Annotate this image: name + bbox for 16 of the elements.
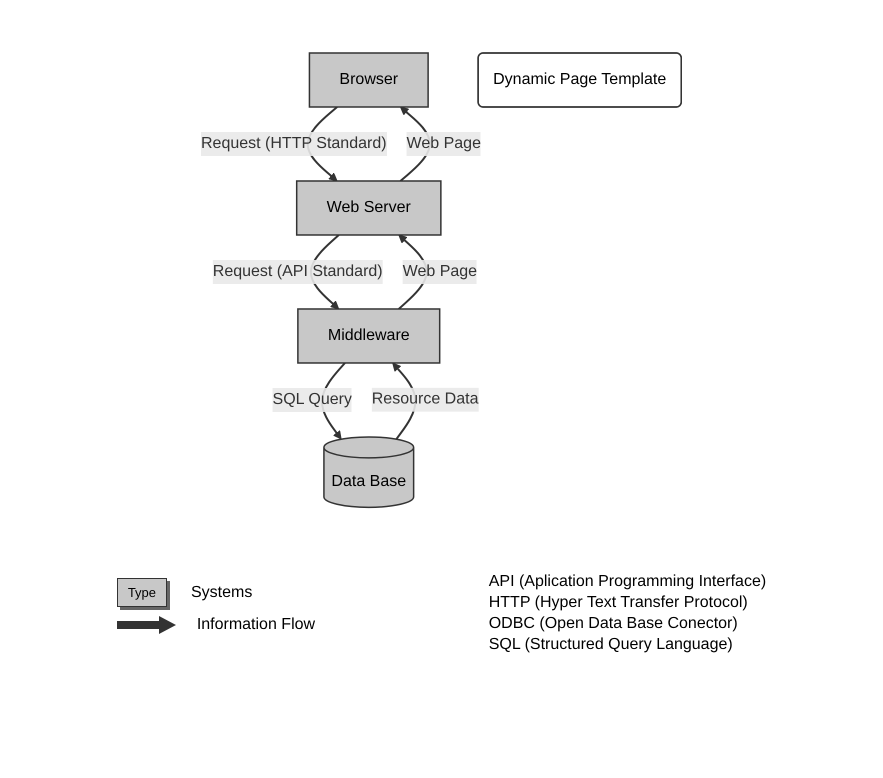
node-box: Browser [309,52,430,108]
node-box: Middleware [298,308,441,364]
legend-sample: Type [116,578,167,607]
edge-label: Request (HTTP Standard) [201,134,387,152]
edge-label: SQL Query [272,390,352,408]
edge-label: Web Page [403,262,478,280]
note-text: API (Aplication Programming Interface) [488,573,766,591]
note-text: ODBC (Open Data Base Conector) [488,615,739,633]
note-text: HTTP (Hyper Text Transfer Protocol) [488,594,749,612]
node-box: Web Server [296,180,442,236]
note-text: SQL (Structured Query Language) [488,636,734,654]
legend-text: Information Flow [196,616,316,634]
edge-label: Web Page [406,134,482,152]
edge-label: Request (API Standard) [213,262,384,280]
legend-text: Systems [191,584,252,602]
edge-label: Resource Data [372,390,479,408]
